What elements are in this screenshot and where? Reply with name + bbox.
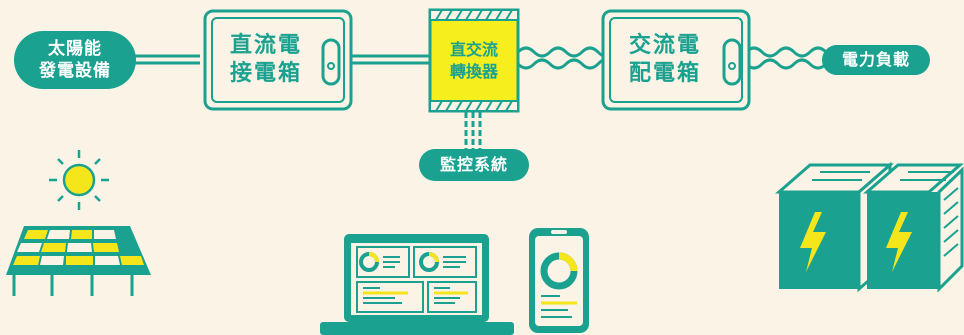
dc-junction-box — [203, 9, 353, 111]
sun-icon — [49, 150, 109, 210]
node-solar-equipment: 太陽能 發電設備 — [14, 31, 136, 89]
cable-solar-to-dc — [130, 54, 200, 65]
cable-dc-to-inverter — [348, 54, 430, 65]
node-label-line1: 太陽能 — [48, 39, 102, 59]
node-label-line2: 配電箱 — [628, 61, 701, 86]
node-inverter: 直交流 轉換器 — [432, 24, 516, 98]
cable-inverter-to-monitor — [464, 112, 482, 150]
node-dc-junction-box: 直流電 接電箱 — [214, 22, 318, 98]
inverter-box — [428, 8, 520, 113]
node-electric-load: 電力負載 — [822, 45, 930, 75]
cable-inverter-to-ac — [516, 46, 608, 70]
node-label-line1: 直交流 — [449, 40, 498, 59]
solar-panel-icon — [6, 226, 151, 296]
node-label-line2: 接電箱 — [229, 61, 302, 86]
node-ac-distribution-box: 交流電 配電箱 — [612, 22, 718, 98]
node-label: 電力負載 — [841, 50, 910, 69]
cable-ac-to-load — [744, 46, 828, 70]
battery-icon — [862, 163, 964, 293]
node-label-line1: 直流電 — [229, 33, 302, 58]
phone-icon — [529, 228, 589, 333]
node-label-line2: 轉換器 — [449, 62, 498, 81]
node-label-line1: 交流電 — [628, 33, 701, 58]
node-label-line2: 發電設備 — [39, 61, 111, 81]
node-label: 監控系統 — [439, 155, 508, 174]
node-monitoring-system: 監控系統 — [419, 149, 529, 181]
laptop-icon — [320, 234, 514, 335]
ac-distribution-box — [601, 9, 751, 111]
